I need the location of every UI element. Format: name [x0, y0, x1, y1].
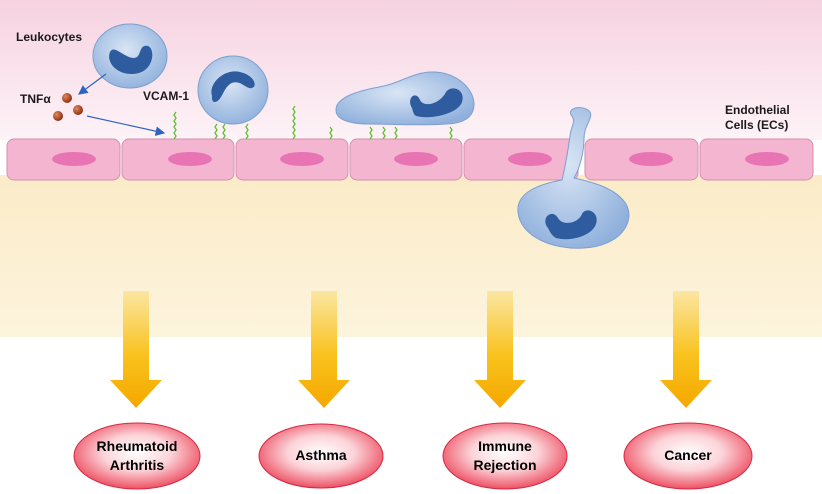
vcam-receptor-icon [222, 123, 226, 140]
disease-label-immune-rejection: Immune Rejection [445, 437, 565, 475]
down-arrow-icon [110, 291, 162, 408]
disease-nodes [73, 422, 753, 490]
endothelial-cell [584, 138, 699, 181]
endothelial-cell [235, 138, 349, 181]
disease-ellipse-cancer [623, 422, 753, 490]
vcam-receptor-icon [449, 126, 453, 140]
cell-nucleus [52, 152, 96, 166]
vcam-receptor-icon [214, 123, 218, 140]
disease-label-asthma: Asthma [261, 446, 381, 465]
tnf-molecule-icon [73, 105, 83, 115]
leukocyte-cell-icon [517, 107, 630, 249]
tnf-to-endothelium-arrow [86, 115, 166, 136]
vcam-receptor-icon [394, 126, 398, 140]
vcam-receptor-icon [173, 111, 177, 140]
disease-ellipse-immune-rejection [442, 422, 568, 490]
disease-label-line-1: Cancer [664, 447, 712, 463]
endothelial-layer [6, 138, 814, 181]
tnf-molecule-icon [53, 111, 63, 121]
down-arrow-icon [660, 291, 712, 408]
endothelial-cell [699, 138, 814, 181]
leukocytes-label: Leukocytes [16, 30, 83, 44]
down-arrow-icon [474, 291, 526, 408]
leukocyte-cell-icon [197, 55, 269, 125]
vcam-1-label: VCAM-1 [143, 89, 190, 103]
vcam-receptor-icon [245, 123, 249, 140]
disease-ellipse-rheumatoid-arthritis [73, 422, 201, 490]
cell-nucleus [508, 152, 552, 166]
leukocyte-cell-icon [335, 71, 475, 126]
tnf-molecule-icon [62, 93, 72, 103]
disease-label-line-1: Rheumatoid [96, 438, 178, 454]
endothelial-cells-label: Endothelial Cells (ECs) [725, 103, 790, 133]
endothelial-cell [121, 138, 235, 181]
disease-label-line-2: Rejection [473, 457, 537, 473]
down-arrow-icon [298, 291, 350, 408]
vcam-receptor-icon [369, 126, 373, 140]
disease-label-cancer: Cancer [628, 446, 748, 465]
disease-label-line-1: Asthma [295, 447, 347, 463]
endothelial-cell [349, 138, 463, 181]
tnf-alpha-label: TNFα [20, 92, 51, 106]
vcam-receptor-icon [329, 126, 333, 140]
endothelial-label-line-1: Endothelial [725, 103, 790, 117]
cell-nucleus [280, 152, 324, 166]
cell-nucleus [745, 152, 789, 166]
disease-ellipse-asthma [258, 423, 384, 489]
leukocyte-to-tnf-arrow [78, 73, 107, 95]
cell-nucleus [629, 152, 673, 166]
cell-nucleus [168, 152, 212, 166]
disease-label-rheumatoid-arthritis: Rheumatoid Arthritis [77, 437, 197, 475]
vcam-receptor-icon [382, 126, 386, 140]
vcam-receptors [173, 105, 453, 140]
tnf-molecules [53, 93, 83, 121]
endothelial-cell [6, 138, 121, 181]
disease-arrows [110, 291, 712, 408]
vcam-receptor-icon [292, 105, 296, 140]
disease-label-line-1: Immune [478, 438, 532, 454]
leukocyte-cell-icon [92, 23, 168, 89]
cell-nucleus [394, 152, 438, 166]
endothelial-label-line-2: Cells (ECs) [725, 118, 789, 132]
disease-label-line-2: Arthritis [109, 457, 165, 473]
endothelial-cell [463, 138, 579, 181]
